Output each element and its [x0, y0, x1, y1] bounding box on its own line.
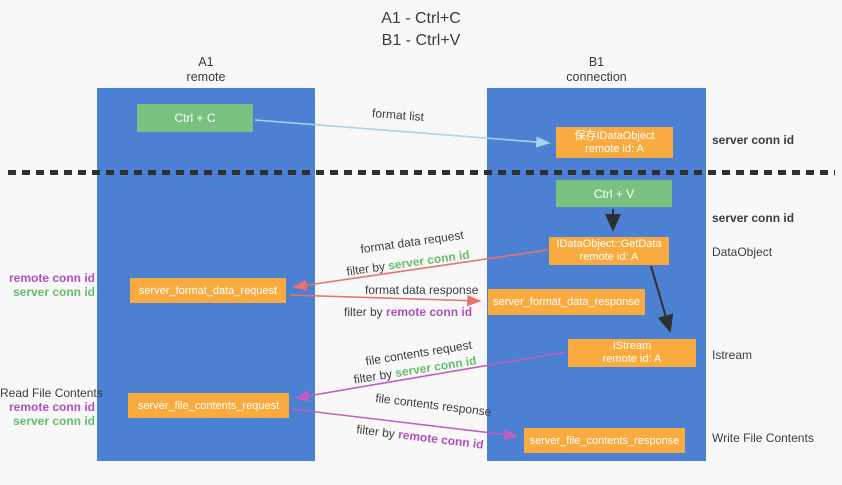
- server-conn-id-label-right-2: server conn id: [712, 211, 795, 225]
- save-idataobject-box: 保存IDataObject remote id: A: [556, 127, 673, 158]
- server-conn-id-label-right-1: server conn id: [712, 133, 795, 147]
- lane-a1-name: A1: [198, 55, 214, 69]
- filter-by-text: filter by: [345, 259, 386, 279]
- format-data-response-label: format data response: [365, 283, 479, 297]
- filter-by-remote-conn-id-label-1: filter by remote conn id: [344, 305, 472, 319]
- filter-by-text: filter by: [344, 305, 383, 319]
- section-divider-dotted-line: [8, 170, 835, 175]
- server-file-contents-response-box: server_file_contents_response: [524, 428, 685, 453]
- remote-conn-id-text: remote conn id: [397, 427, 485, 452]
- lane-a1-role: remote: [186, 70, 226, 84]
- remote-conn-id-label: remote conn id: [8, 271, 95, 285]
- server-file-contents-request-box: server_file_contents_request: [128, 393, 289, 418]
- left-conn-id-labels-top: remote conn id server conn id: [0, 271, 95, 299]
- remote-conn-id-text: remote conn id: [386, 305, 473, 319]
- istream-line1: IStream: [612, 340, 652, 352]
- server-conn-id-label: server conn id: [12, 414, 95, 428]
- write-file-contents-label: Write File Contents: [712, 431, 814, 445]
- filter-by-remote-conn-id-label-2: filter by remote conn id: [356, 422, 485, 452]
- idataobject-getdata-box: IDataObject::GetData remote id: A: [549, 237, 669, 265]
- server-conn-id-label: server conn id: [12, 285, 95, 299]
- server-format-data-response-box: server_format_data_response: [488, 289, 645, 315]
- remote-conn-id-label: remote conn id: [8, 400, 95, 414]
- lane-b1-name: B1: [588, 55, 605, 69]
- server-format-data-response-label: server_format_data_response: [493, 296, 640, 308]
- save-idataobject-line2: remote id: A: [585, 142, 644, 155]
- lane-header-b1: B1 connection: [487, 55, 706, 85]
- ctrl-v-label: Ctrl + V: [593, 186, 635, 201]
- server-conn-id-text: server conn id: [387, 247, 471, 273]
- file-contents-response-label: file contents response: [374, 390, 493, 420]
- filter-by-text: filter by: [352, 366, 394, 387]
- diagram-title: A1 - Ctrl+C B1 - Ctrl+V: [0, 8, 842, 52]
- server-file-contents-response-label: server_file_contents_response: [529, 434, 680, 447]
- ctrl-c-label: Ctrl + C: [174, 111, 216, 125]
- getdata-line1: IDataObject::GetData: [556, 238, 662, 250]
- server-file-contents-request-label: server_file_contents_request: [137, 399, 280, 412]
- filter-by-text: filter by: [355, 422, 396, 441]
- istream-line2: remote id: A: [602, 353, 662, 365]
- lane-b1-role: connection: [566, 70, 627, 84]
- dataobject-label: DataObject: [712, 245, 773, 259]
- lane-header-a1: A1 remote: [97, 55, 315, 85]
- left-labels-bottom: Read File Contents remote conn id server…: [0, 386, 103, 428]
- save-idataobject-line1: 保存IDataObject: [574, 129, 655, 142]
- istream-side-label: Istream: [712, 348, 753, 362]
- read-file-contents-label: Read File Contents: [0, 386, 103, 400]
- title-line-2: B1 - Ctrl+V: [381, 32, 461, 49]
- server-format-data-request-label: server_format_data_request: [138, 284, 278, 297]
- title-line-1: A1 - Ctrl+C: [381, 10, 461, 27]
- server-format-data-request-box: server_format_data_request: [130, 278, 286, 303]
- format-list-label: format list: [371, 105, 425, 125]
- ctrl-c-box: Ctrl + C: [137, 104, 253, 132]
- istream-box: IStream remote id: A: [568, 339, 696, 367]
- getdata-line2: remote id: A: [579, 251, 639, 263]
- ctrl-v-box: Ctrl + V: [556, 180, 672, 207]
